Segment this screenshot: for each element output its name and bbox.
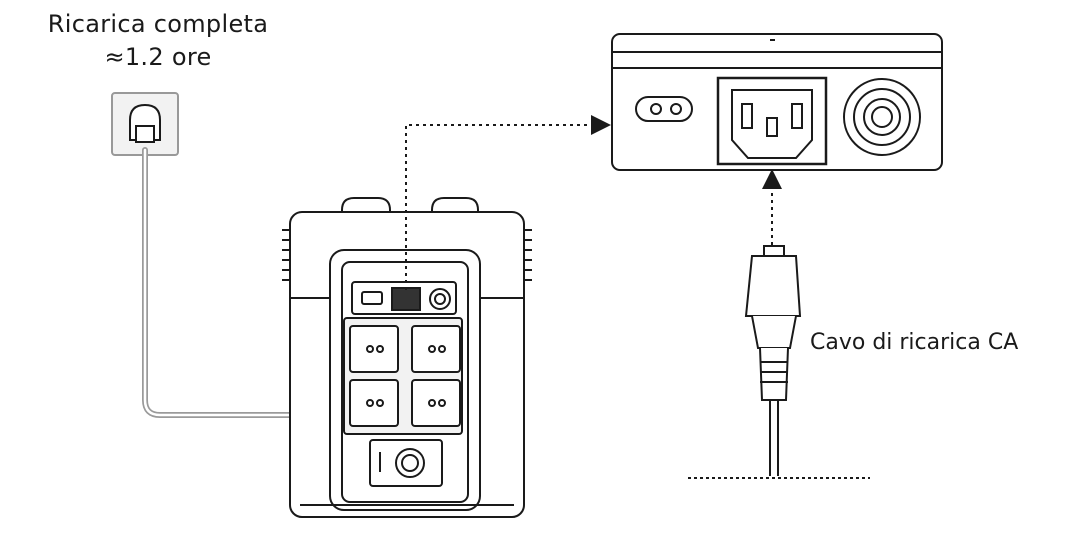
ac-charging-cable-icon — [744, 245, 802, 476]
ac-input-port-icon — [611, 33, 943, 171]
charge-title: Ricarica completa — [47, 10, 269, 38]
power-station-icon — [282, 197, 532, 518]
charge-time: ≈1.2 ore — [104, 43, 212, 71]
wall-outlet-icon — [111, 92, 179, 156]
cable-label: Cavo di ricarica CA — [810, 330, 1019, 355]
